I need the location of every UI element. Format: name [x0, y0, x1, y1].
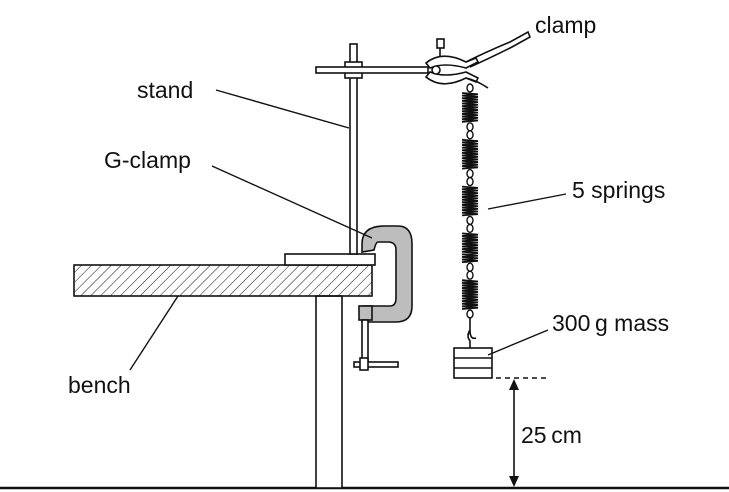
spring [461, 83, 479, 132]
label-clamp: clamp [535, 12, 596, 38]
retort-clamp [424, 30, 532, 89]
mass-hook [467, 318, 477, 348]
stand-base [284, 253, 376, 266]
label-g-clamp: G-clamp [104, 147, 191, 173]
label-height: 25 cm [521, 422, 582, 448]
stand-rod [349, 43, 358, 255]
bench-top [73, 264, 373, 297]
label-mass: 300 g mass [552, 310, 669, 336]
spring [461, 130, 479, 179]
clamp-arm [315, 66, 429, 74]
mass-block [453, 347, 493, 379]
spring [461, 223, 479, 272]
g-clamp-leader [211, 165, 373, 239]
spring [461, 270, 479, 319]
stand-leader [215, 89, 350, 129]
bench-leader [129, 295, 179, 371]
spring [461, 176, 479, 226]
label-stand: stand [137, 77, 193, 103]
height-arrow-top [509, 379, 519, 390]
mass-leader [487, 329, 549, 356]
label-springs: 5 springs [572, 177, 665, 203]
springs-leader [487, 193, 567, 210]
label-bench: bench [68, 372, 131, 398]
g-clamp [353, 225, 413, 371]
height-arrow-bottom [509, 476, 519, 487]
bench-leg [315, 295, 343, 489]
springs-chain [461, 83, 479, 319]
